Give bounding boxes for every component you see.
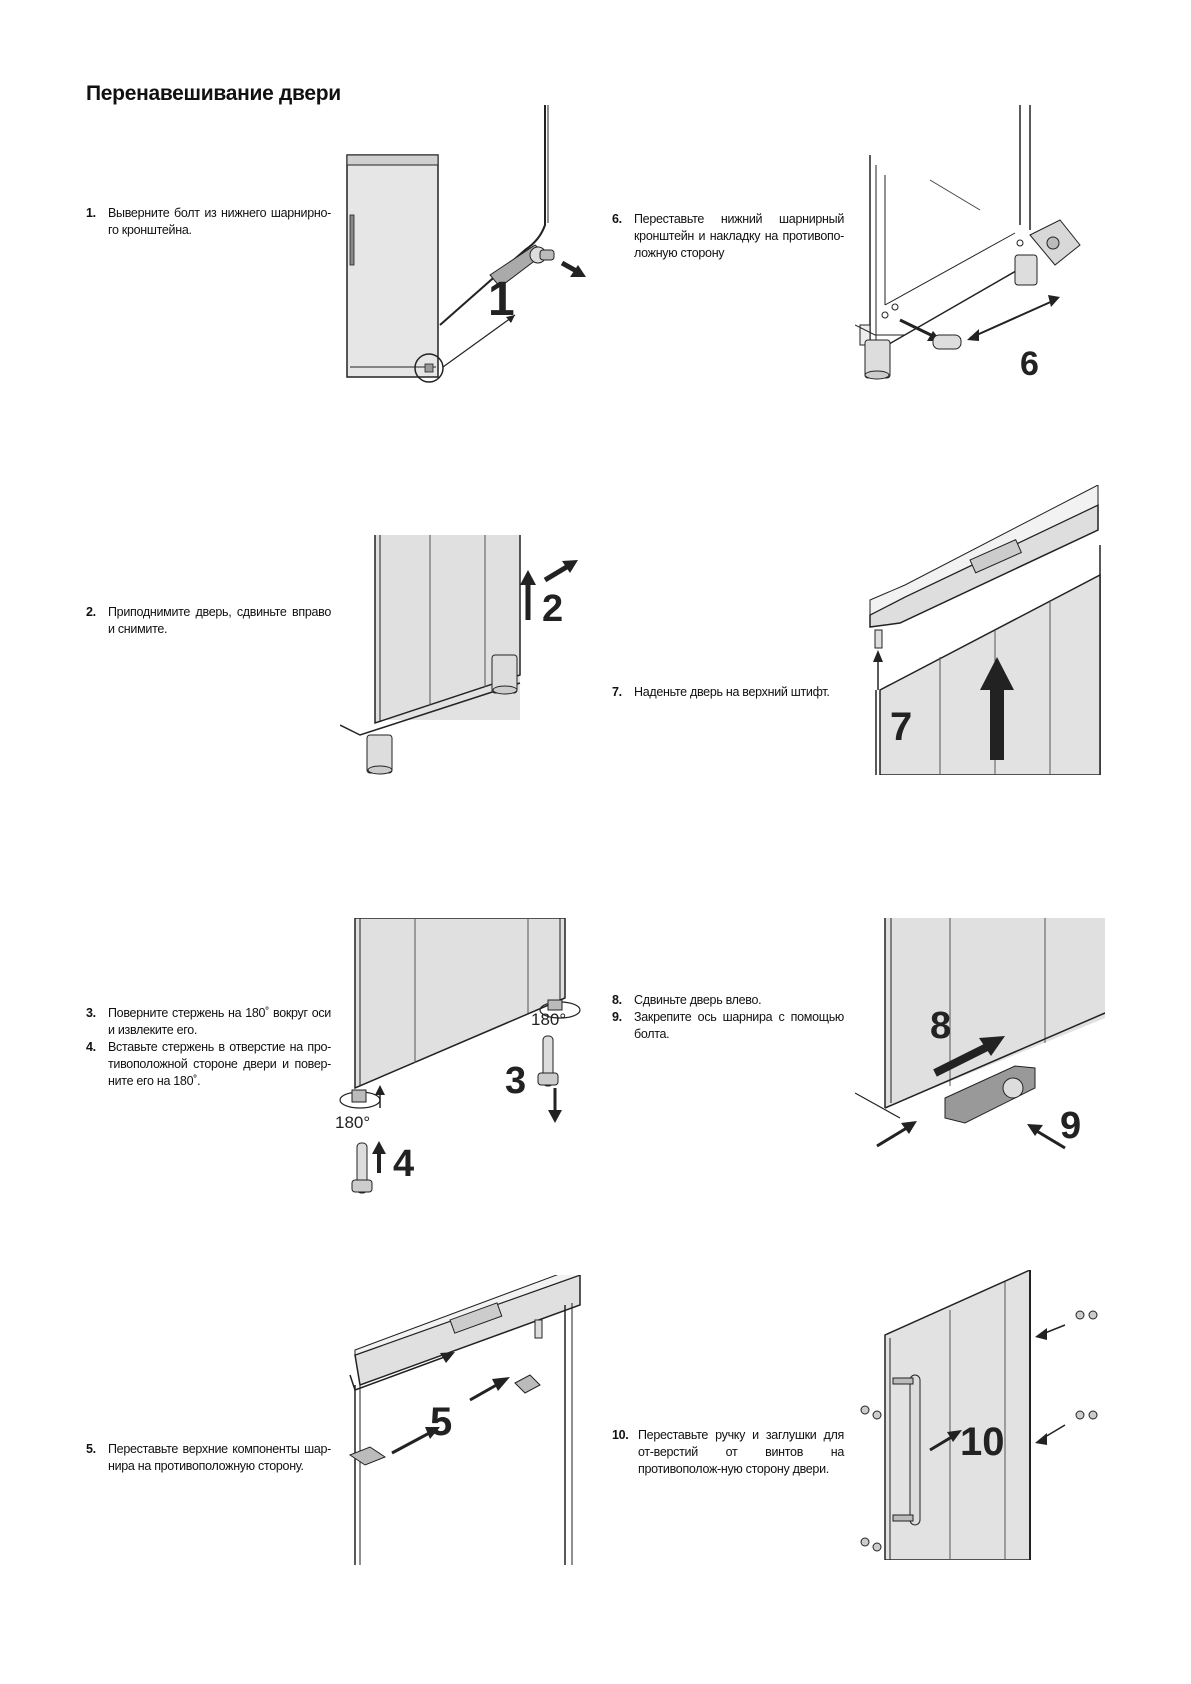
figure-10-label: 10 (960, 1420, 1005, 1464)
step-1: 1. Выверните болт из нижнего шарнирно-го … (86, 205, 331, 239)
figure-5-label: 5 (430, 1400, 452, 1444)
step-3-4: 3. Поверните стержень на 180˚ вокруг оси … (86, 1005, 331, 1090)
step-7: 7. Наденьте дверь на верхний штифт. (612, 684, 844, 701)
step-text: Переставьте верхние компоненты шар-нира … (108, 1442, 331, 1473)
step-number: 10. (612, 1428, 629, 1442)
figure-1-remove-bolt: 1 (346, 105, 586, 383)
figure-2-label: 2 (542, 588, 563, 630)
step-text: Переставьте нижний шарнирный кронштейн и… (634, 212, 844, 260)
step-text: Приподнимите дверь, сдвиньте вправо и сн… (108, 605, 331, 636)
step-text: Поверните стержень на 180˚ вокруг оси и … (108, 1006, 331, 1037)
figure-6-label: 6 (1020, 345, 1039, 383)
step-10: 10. Переставьте ручку и заглушки для от-в… (612, 1427, 844, 1478)
figure-7-hang-door: 7 (869, 485, 1101, 775)
step-number: 5. (86, 1442, 96, 1456)
step-text: Закрепите ось шарнира с помощью болта. (634, 1010, 844, 1041)
page-title: Перенавешивание двери (86, 82, 341, 105)
figure-2-lift-door: 2 (340, 535, 578, 775)
figure-9-label: 9 (1060, 1105, 1081, 1147)
figure-8-9-slide-and-fix: 8 9 (855, 918, 1105, 1150)
figure-3-label: 3 (505, 1060, 526, 1102)
step-number: 9. (612, 1010, 622, 1024)
step-number: 4. (86, 1040, 96, 1054)
figure-7-label: 7 (890, 705, 912, 749)
step-text: Переставьте ручку и заглушки для от-верс… (638, 1428, 844, 1476)
figure-5-top-hinge: 5 (348, 1275, 582, 1565)
figure-1-label: 1 (488, 273, 515, 326)
figure-10-handle: 10 (860, 1270, 1098, 1560)
angle-bottom-label: 180° (335, 1113, 370, 1132)
step-number: 2. (86, 605, 96, 619)
step-text: Сдвиньте дверь влево. (634, 993, 762, 1007)
figure-3-4-hinge-pin: 180° 180° 3 4 (335, 918, 581, 1194)
step-number: 3. (86, 1006, 96, 1020)
step-number: 1. (86, 206, 96, 220)
step-text: Наденьте дверь на верхний штифт. (634, 685, 830, 699)
figure-6-move-bottom-hinge: 6 (855, 105, 1081, 383)
step-number: 8. (612, 993, 622, 1007)
step-8-9: 8. Сдвиньте дверь влево. 9. Закрепите ось … (612, 992, 844, 1043)
step-6: 6. Переставьте нижний шарнирный кронштейн… (612, 211, 844, 262)
step-number: 7. (612, 685, 622, 699)
figure-4-label: 4 (393, 1143, 414, 1185)
step-text: Выверните болт из нижнего шарнирно-го кр… (108, 206, 331, 237)
step-2: 2. Приподнимите дверь, сдвиньте вправо и … (86, 604, 331, 638)
figure-8-label: 8 (930, 1005, 951, 1047)
step-text: Вставьте стержень в отверстие на про-тив… (108, 1040, 331, 1088)
step-5: 5. Переставьте верхние компоненты шар-нир… (86, 1441, 331, 1475)
step-number: 6. (612, 212, 622, 226)
angle-top-label: 180° (531, 1010, 566, 1029)
